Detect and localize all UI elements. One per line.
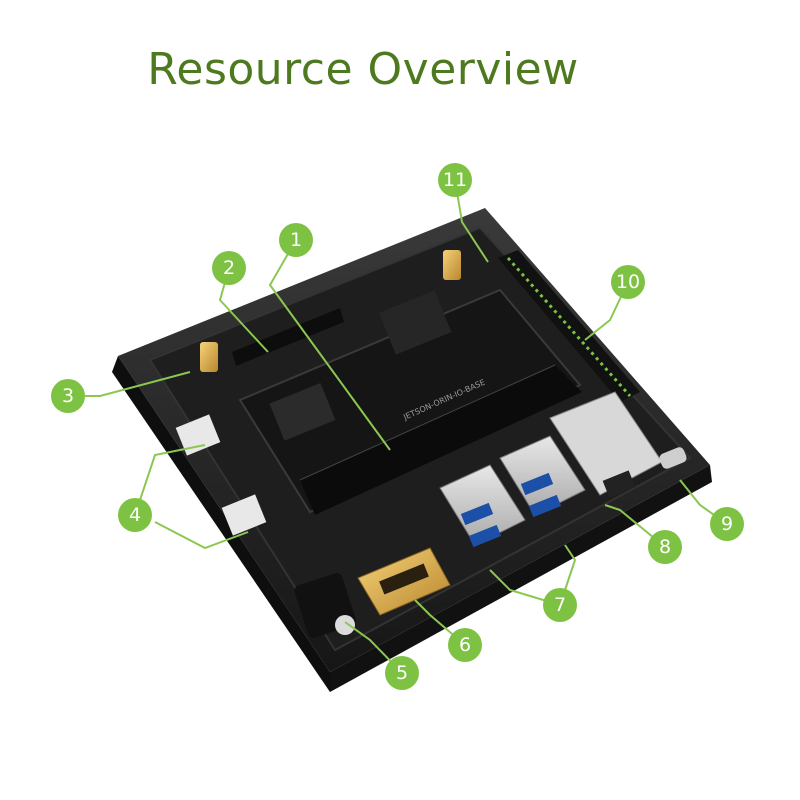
usb-c-port (659, 447, 687, 469)
csi-camera-connectors (175, 414, 267, 536)
callout-4: 4 (118, 498, 152, 532)
antenna-connectors (200, 250, 461, 372)
fan-header-pins (232, 308, 344, 366)
usb3-ports (439, 435, 586, 548)
callout-5: 5 (385, 656, 419, 690)
callout-10: 10 (611, 265, 645, 299)
gpio-header (498, 250, 640, 402)
dc-power-jack (294, 573, 356, 638)
callout-8: 8 (648, 530, 682, 564)
callout-7: 7 (543, 588, 577, 622)
callout-4-label: 4 (129, 504, 141, 526)
hdmi-port (357, 547, 451, 616)
callout-3-label: 3 (62, 385, 74, 407)
callout-11: 11 (438, 163, 472, 197)
callout-8-label: 8 (659, 536, 671, 558)
callout-3: 3 (51, 379, 85, 413)
callout-9-label: 9 (721, 513, 733, 535)
callout-5-label: 5 (396, 662, 408, 684)
callout-7-label: 7 (554, 594, 566, 616)
callout-6-label: 6 (459, 634, 471, 656)
callout-9: 9 (710, 507, 744, 541)
callout-10-label: 10 (616, 271, 640, 293)
callout-2: 2 (212, 251, 246, 285)
page-title: Resource Overview (147, 44, 579, 95)
callout-11-label: 11 (443, 169, 467, 191)
callout-2-label: 2 (223, 257, 235, 279)
jetson-module: JETSON-ORIN-IO-BASE (238, 288, 582, 515)
callout-6: 6 (448, 628, 482, 662)
callout-1-label: 1 (290, 229, 302, 251)
callout-1: 1 (279, 223, 313, 257)
